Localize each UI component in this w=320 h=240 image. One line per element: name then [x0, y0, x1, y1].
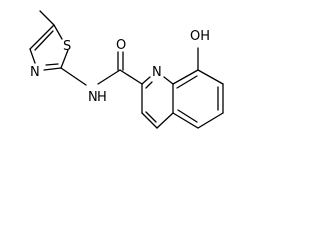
- bond-c2q-n1q-double: [145, 81, 153, 89]
- bond-c4-c3-double: [145, 111, 157, 123]
- molecule-structure: OH O N H S N N: [29, 10, 224, 129]
- bond-c8a-c8: [172, 69, 199, 85]
- bond-c4-c3: [141, 112, 158, 129]
- bond-c2-n3-double: [45, 63, 59, 66]
- bond-n3-c4: [29, 48, 36, 64]
- bond-c2-n3: [43, 67, 62, 71]
- bond-c8a-c8-double: [176, 75, 198, 89]
- bond-c4-c5: [29, 24, 55, 50]
- carbonyl-oxygen-label: O: [116, 38, 126, 53]
- bond-c4a-c4: [156, 112, 174, 129]
- amide-hydrogen-label: H: [97, 90, 107, 105]
- bond-carbonyl-c2q: [119, 69, 143, 85]
- bond-nh-carbonyl: [97, 69, 121, 85]
- bond-c8-c7: [197, 69, 224, 85]
- thiazole-sulfur-label: S: [63, 39, 71, 54]
- thiazole-nitrogen-label: N: [30, 65, 40, 80]
- quinoline-nitrogen-label: N: [152, 65, 162, 80]
- bond-s1-c2: [60, 49, 69, 69]
- bond-c6-c5: [197, 112, 224, 129]
- bond-c5-c4a: [172, 112, 199, 129]
- bond-methyl: [39, 10, 55, 26]
- structure-canvas: OH O N H S N N: [0, 0, 243, 139]
- bond-n1q-c8a: [163, 76, 174, 85]
- hydroxyl-label: OH: [190, 29, 210, 44]
- bond-c5-s1: [53, 24, 63, 40]
- bond-c4-c5-double: [34, 30, 54, 51]
- amide-nitrogen-label: N: [88, 90, 98, 105]
- bond-c2q-n1q: [141, 76, 151, 85]
- bond-c5-c4a-double: [177, 109, 198, 123]
- bond-c2-nh: [60, 67, 87, 86]
